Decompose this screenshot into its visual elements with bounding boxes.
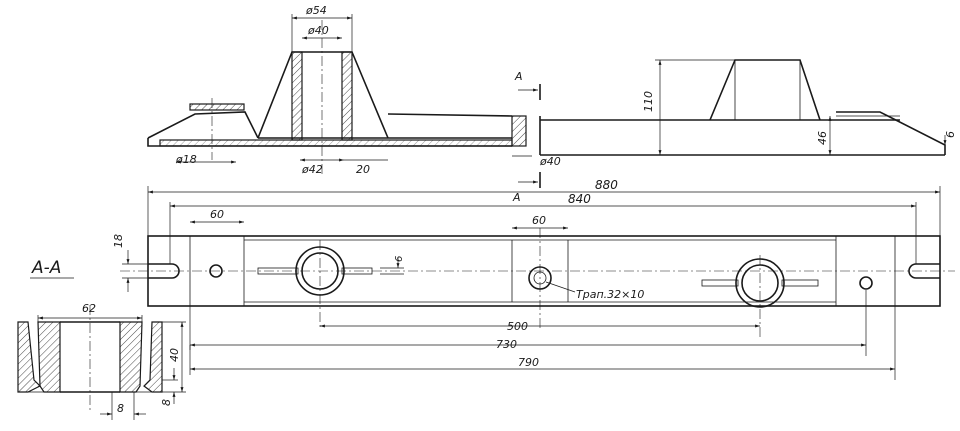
dim-d40-right: ø40 xyxy=(539,155,561,168)
dim-s62: 62 xyxy=(82,302,96,315)
section-a-a: A-A 62 40 8 8 xyxy=(17,258,186,420)
dim-L840: 840 xyxy=(568,192,591,206)
dim-d54: ø54 xyxy=(305,4,327,17)
section-label: A-A xyxy=(31,258,61,278)
dim-s8-bottom: 8 xyxy=(117,402,124,415)
dim-d40-top: ø40 xyxy=(307,24,329,37)
dim-s40: 40 xyxy=(168,348,181,362)
dim-w20: 20 xyxy=(356,163,370,176)
dim-h46: 46 xyxy=(816,131,829,145)
dim-h110: 110 xyxy=(642,91,655,112)
cut-label-bottom: A xyxy=(512,191,521,204)
dim-L500: 500 xyxy=(507,320,528,333)
side-view: A A ø54 ø40 ø42 20 ø18 ø40 110 46 6 xyxy=(147,4,957,204)
dim-w60-left: 60 xyxy=(210,208,224,221)
cut-label-top: A xyxy=(514,70,523,83)
dim-d42: ø42 xyxy=(301,163,323,176)
thread-label: Трап.32×10 xyxy=(576,288,644,301)
dim-s8-side: 8 xyxy=(160,399,173,406)
dim-w18: 18 xyxy=(112,234,125,248)
dim-L880: 880 xyxy=(595,178,618,192)
plan-view: 880 840 60 60 18 6 Трап.32×10 500 730 79… xyxy=(112,178,955,380)
dim-h6-side: 6 xyxy=(944,131,957,138)
dim-w6-slot: 6 xyxy=(394,256,405,262)
dim-L730: 730 xyxy=(496,338,517,351)
dim-w60-mid: 60 xyxy=(532,214,546,227)
dim-d18: ø18 xyxy=(175,153,197,166)
dim-L790: 790 xyxy=(518,356,539,369)
